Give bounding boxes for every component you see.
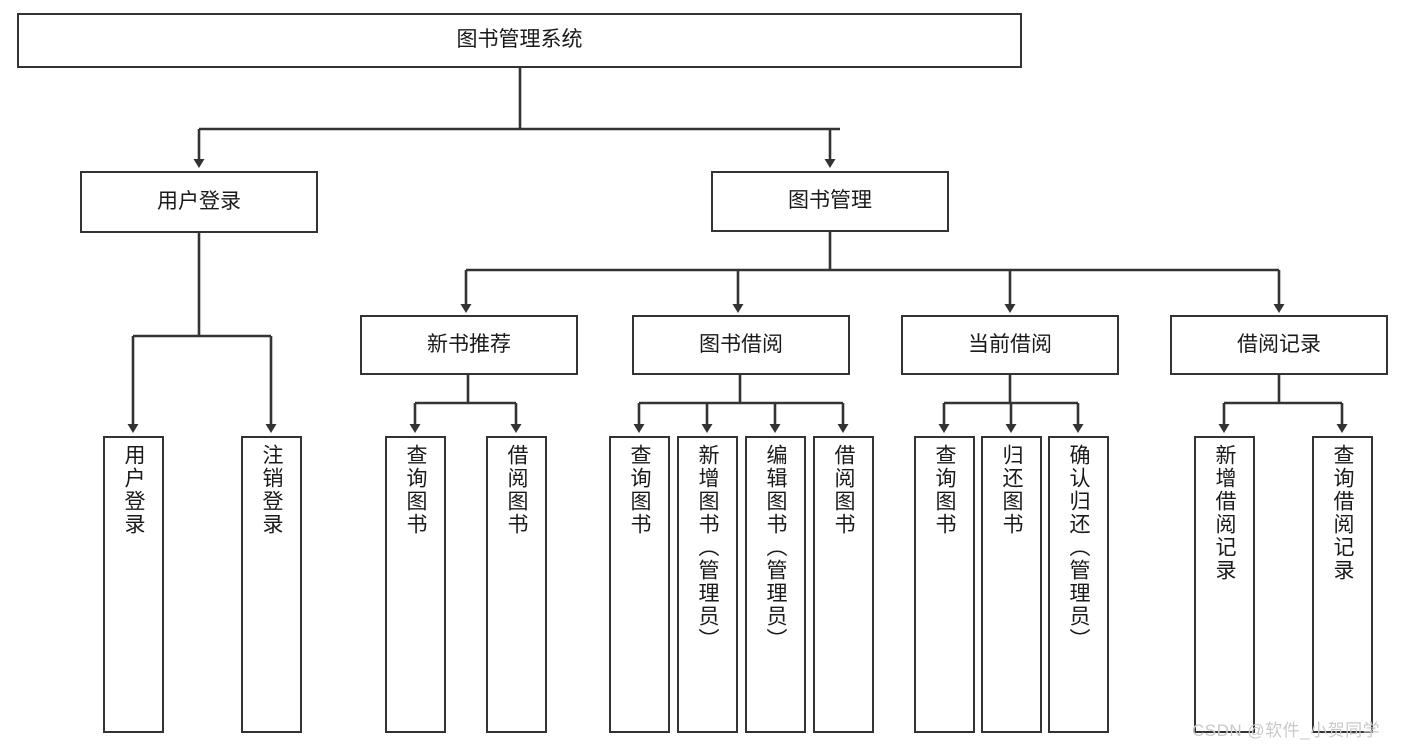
node-book-borrow[interactable]: 图书借阅: [632, 315, 850, 375]
node-book-manage[interactable]: 图书管理: [711, 171, 949, 232]
node-new-book-rec-label: 新书推荐: [427, 332, 511, 356]
leaf-user-logout-label: 注销登录: [260, 444, 283, 536]
node-root-label: 图书管理系统: [456, 28, 583, 52]
leaf-borrow-do[interactable]: 借阅图书: [813, 436, 874, 733]
leaf-borrow-add[interactable]: 新增图书（管理员）: [677, 436, 738, 733]
leaf-rec-borrow-label: 借阅图书: [505, 444, 528, 536]
node-book-manage-label: 图书管理: [788, 189, 872, 213]
node-borrow-record[interactable]: 借阅记录: [1170, 315, 1388, 375]
csdn-watermark: CSDN @软件_小贺同学: [1192, 721, 1381, 740]
leaf-borrow-add-label: 新增图书（管理员）: [696, 444, 719, 651]
leaf-borrow-query-label: 查询图书: [628, 444, 651, 536]
leaf-cur-query-label: 查询图书: [933, 444, 956, 536]
node-user-login-label: 用户登录: [157, 189, 241, 213]
node-new-book-rec[interactable]: 新书推荐: [360, 315, 578, 375]
leaf-rec-query-label: 查询图书: [404, 444, 427, 536]
leaf-cur-confirm[interactable]: 确认归还（管理员）: [1048, 436, 1109, 733]
node-book-borrow-label: 图书借阅: [699, 332, 783, 356]
leaf-cur-query[interactable]: 查询图书: [914, 436, 975, 733]
leaf-borrow-edit-label: 编辑图书（管理员）: [764, 444, 787, 651]
leaf-user-login-label: 用户登录: [122, 444, 145, 536]
node-borrow-record-label: 借阅记录: [1237, 332, 1321, 356]
node-current-borrow[interactable]: 当前借阅: [901, 315, 1119, 375]
leaf-rec-query-rec[interactable]: 查询借阅记录: [1312, 436, 1373, 733]
leaf-borrow-do-label: 借阅图书: [832, 444, 855, 536]
leaf-cur-confirm-label: 确认归还（管理员）: [1067, 444, 1090, 651]
node-current-borrow-label: 当前借阅: [968, 332, 1052, 356]
leaf-cur-return-label: 归还图书: [1000, 444, 1023, 536]
leaf-borrow-edit[interactable]: 编辑图书（管理员）: [745, 436, 806, 733]
leaf-rec-borrow[interactable]: 借阅图书: [486, 436, 547, 733]
leaf-rec-query[interactable]: 查询图书: [385, 436, 446, 733]
leaf-rec-add-label: 新增借阅记录: [1213, 444, 1236, 582]
leaf-user-logout[interactable]: 注销登录: [241, 436, 302, 733]
leaf-cur-return[interactable]: 归还图书: [981, 436, 1042, 733]
node-root[interactable]: 图书管理系统: [17, 13, 1022, 68]
leaf-rec-query-rec-label: 查询借阅记录: [1331, 444, 1354, 582]
leaf-rec-add[interactable]: 新增借阅记录: [1194, 436, 1255, 733]
node-user-login[interactable]: 用户登录: [80, 171, 318, 233]
leaf-user-login[interactable]: 用户登录: [103, 436, 164, 733]
leaf-borrow-query[interactable]: 查询图书: [609, 436, 670, 733]
